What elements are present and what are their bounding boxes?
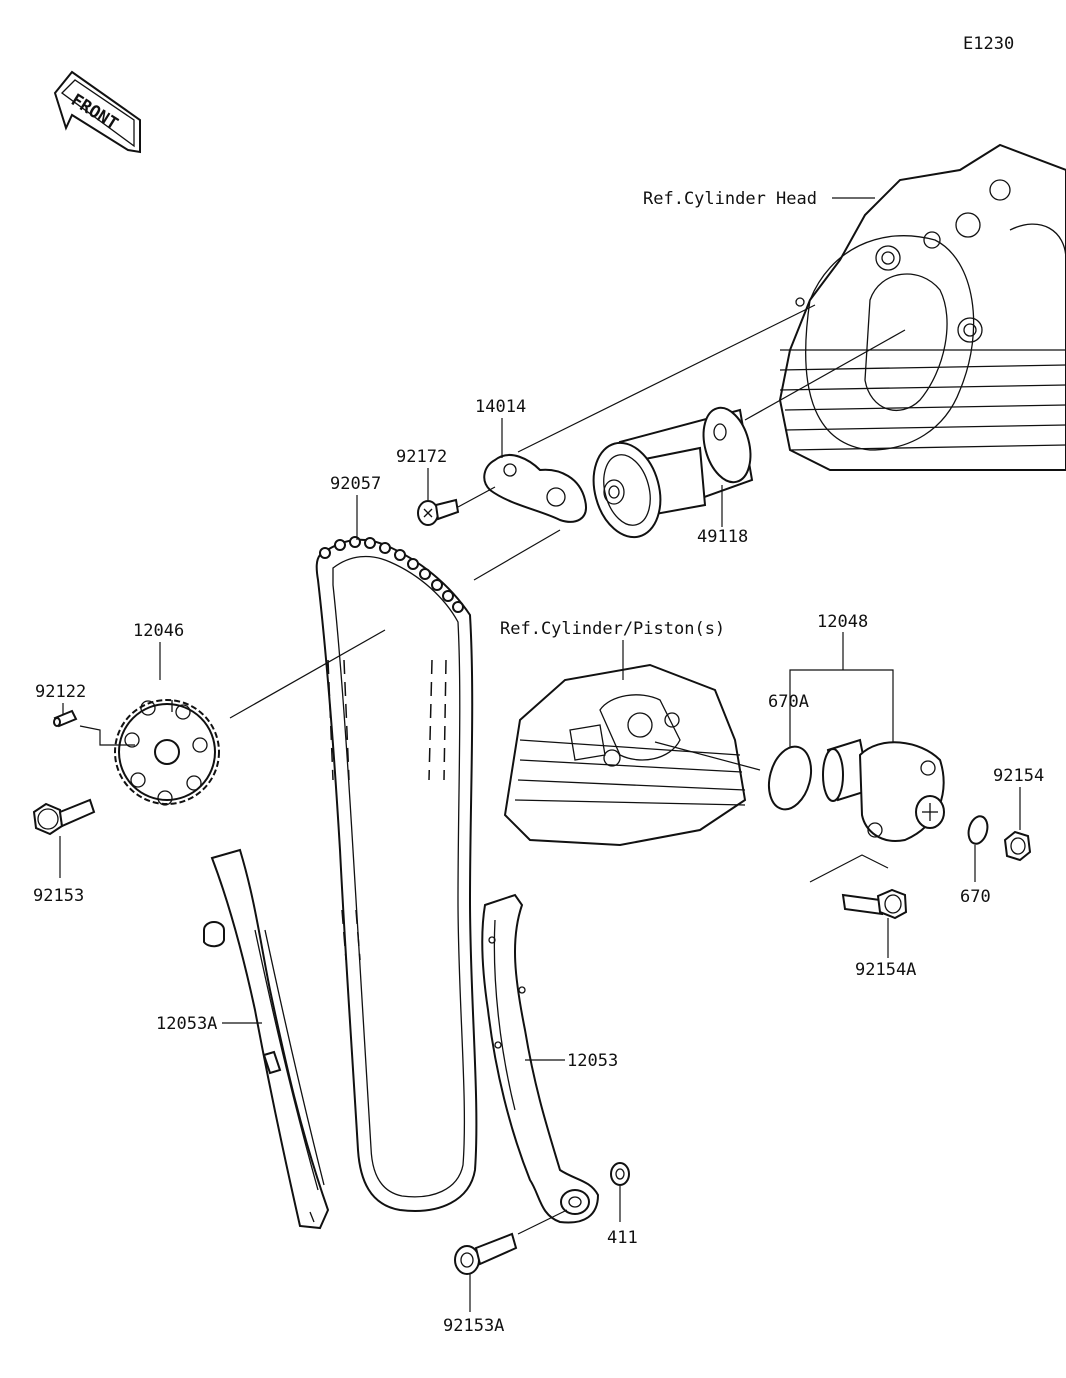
label-92057: 92057: [330, 474, 381, 494]
label-14014: 14014: [475, 397, 526, 417]
label-92154A: 92154A: [855, 960, 916, 980]
bolt-92154A: [841, 888, 908, 920]
label-12046: 12046: [133, 621, 184, 641]
camshaft-align-line-lower: [744, 329, 906, 421]
chain-guide-12053A: [203, 848, 330, 1230]
label-92172: 92172: [396, 447, 447, 467]
o-ring-670: [967, 815, 989, 845]
cam-chain-tensioner: [822, 738, 945, 842]
chain-guide-12053: [481, 893, 600, 1224]
chain-links-top: [319, 536, 464, 613]
label-411: 411: [607, 1228, 638, 1248]
tensioner-cylinder-align-line: [654, 741, 761, 771]
label-92154: 92154: [993, 766, 1044, 786]
guide-bolt-align-line: [517, 1209, 568, 1235]
bracket-12048: [789, 669, 894, 755]
camshaft-49118: [592, 406, 754, 539]
label-12053: 12053: [567, 1051, 618, 1071]
label-670: 670: [960, 887, 991, 907]
timing-chain-92057: [315, 536, 478, 1212]
camshaft-plate-14014: [483, 454, 587, 523]
ref-cylinder-piston-label: Ref.Cylinder/Piston(s): [500, 619, 725, 639]
bolt-92153: [32, 798, 96, 836]
label-92153: 92153: [33, 886, 84, 906]
screw-align-line: [457, 486, 496, 508]
sprocket-chain-align-line: [229, 629, 386, 719]
label-12048: 12048: [817, 612, 868, 632]
label-12053A: 12053A: [156, 1014, 217, 1034]
camshaft-chain-align-line: [473, 529, 561, 581]
cap-bolt-92154: [1003, 830, 1032, 862]
label-92122: 92122: [35, 682, 86, 702]
label-49118: 49118: [697, 527, 748, 547]
screw-92172: [417, 498, 460, 526]
ref-cylinder-head-label: Ref.Cylinder Head: [643, 189, 817, 209]
front-arrow-badge: FRONT: [53, 70, 141, 154]
cylinder-head-illustration: [778, 143, 1066, 471]
label-670A: 670A: [768, 692, 809, 712]
pin-align-line: [79, 725, 135, 746]
o-ring-670A: [767, 745, 813, 811]
cam-sprocket-12046: [114, 699, 220, 806]
tensioner-bolt-align-line: [809, 854, 889, 883]
pin-92122: [53, 709, 78, 728]
label-92153A: 92153A: [443, 1316, 504, 1336]
cylinder-illustration: [503, 663, 747, 847]
washer-411: [610, 1162, 630, 1186]
diagram-code: E1230: [963, 34, 1014, 54]
camshaft-align-line-upper: [517, 304, 816, 453]
bolt-92153A: [454, 1232, 518, 1275]
